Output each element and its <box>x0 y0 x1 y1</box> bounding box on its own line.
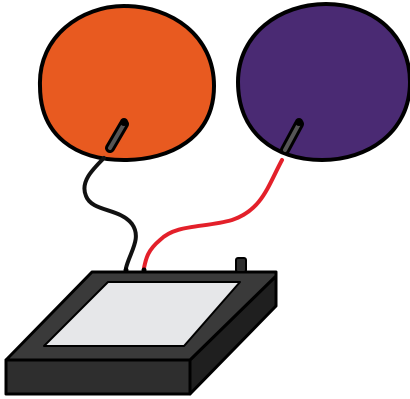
device-knob <box>235 257 247 273</box>
right-electrode-pad <box>235 1 410 163</box>
right-cable-port <box>141 267 147 273</box>
left-electrode-connector <box>105 118 129 153</box>
left-cable-port <box>123 267 129 273</box>
left-cable <box>82 156 138 270</box>
right-cable <box>142 158 284 270</box>
left-electrode-pad <box>37 3 217 163</box>
device-front-face <box>4 358 192 396</box>
device-screen <box>43 281 241 347</box>
right-electrode-connector <box>280 118 304 155</box>
